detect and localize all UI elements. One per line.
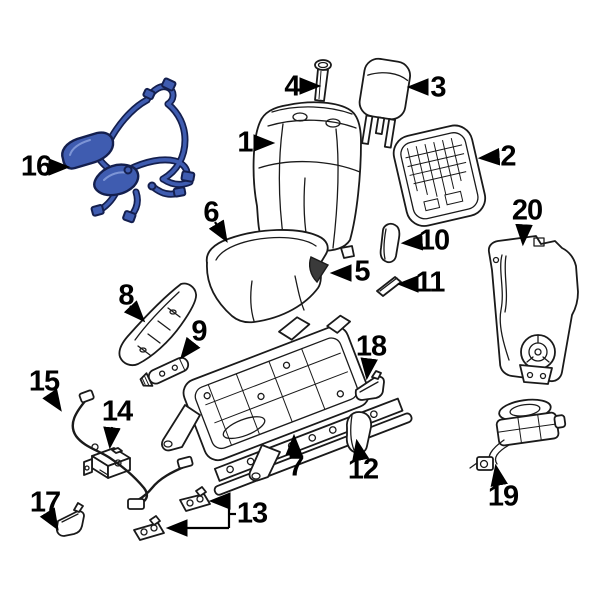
callout-2: 2 [500,140,516,173]
callout-3: 3 [430,71,446,104]
callout-9: 9 [191,315,207,348]
control-module [83,447,131,479]
callout-13: 13 [236,497,268,530]
seat-back-frame-board [392,124,487,227]
headrest [358,57,411,149]
callout-17: 17 [29,486,61,519]
callout-14: 14 [101,395,133,428]
callout-arrows [39,77,533,537]
callout-19: 19 [487,480,519,513]
seat-back-side-trim [379,222,401,264]
callout-5: 5 [354,255,370,288]
recliner-handle-rod [139,356,190,387]
seat-back-panel [487,235,579,385]
callout-7: 7 [288,450,304,483]
wiring-harness-highlighted [61,77,196,224]
seat-cushion [205,229,330,324]
callout-16: 16 [20,150,52,183]
callout-8: 8 [118,279,134,312]
callout-20: 20 [511,194,543,227]
callout-11: 11 [415,266,446,299]
anchor-bracket-upper [179,486,211,512]
bracket-18 [354,370,385,401]
callout-1: 1 [237,126,253,159]
callout-15: 15 [28,365,60,398]
callout-6: 6 [203,196,219,229]
seat-side-shield [118,282,197,367]
headrest-guide-pin [314,59,332,102]
cushion-corner-wedge [308,256,330,284]
callout-12: 12 [347,453,379,486]
seat-motor-actuator [469,398,567,471]
clip-bracket-17 [55,502,85,537]
callout-18: 18 [355,330,387,363]
anchor-bracket-lower [133,515,165,541]
callout-4: 4 [284,70,300,103]
trim-strip [376,276,402,297]
seat-wiring [71,389,194,510]
callout-10: 10 [418,224,450,257]
